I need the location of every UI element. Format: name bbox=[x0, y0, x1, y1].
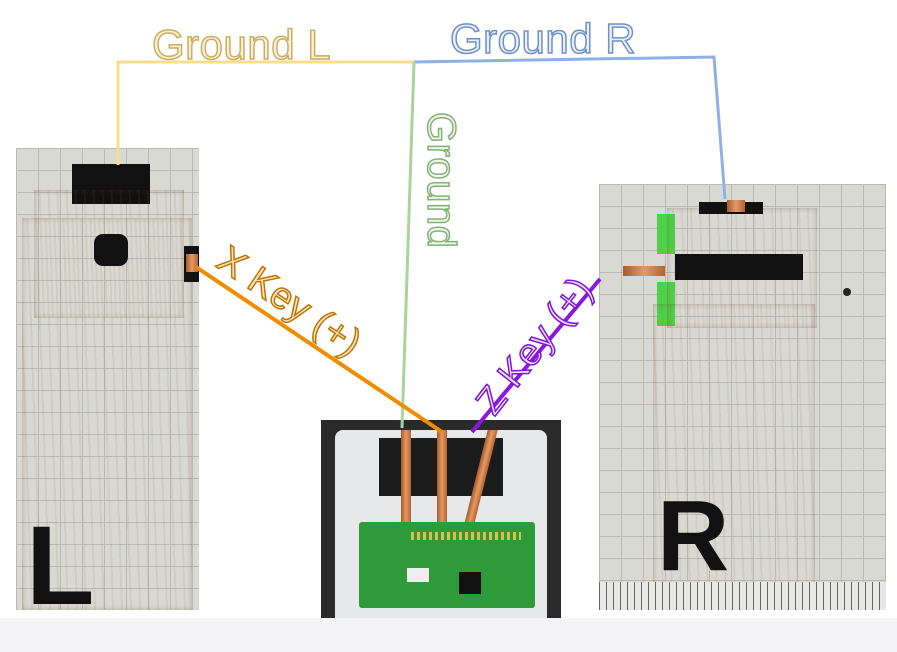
z-key-wire bbox=[470, 277, 602, 434]
board-header-pins bbox=[411, 532, 521, 540]
ground-wire bbox=[400, 61, 416, 429]
right-top-copper bbox=[727, 200, 745, 212]
ground-contact-strip bbox=[401, 430, 411, 548]
board-chip bbox=[459, 572, 481, 594]
ground-r-label: Ground R bbox=[449, 15, 637, 62]
right-green-tab-top bbox=[657, 214, 675, 254]
right-bar-tape bbox=[675, 254, 803, 280]
right-plate-letter: R bbox=[657, 480, 730, 592]
right-base-board bbox=[653, 304, 815, 594]
ground-l-wire bbox=[116, 60, 414, 165]
right-pedal-photo: R bbox=[599, 184, 886, 610]
ground-l-label: Ground L bbox=[151, 21, 332, 68]
left-pedal-photo: L bbox=[16, 148, 199, 610]
right-mat-dot bbox=[843, 288, 851, 296]
controller-board-photo bbox=[321, 420, 561, 638]
ground-r-wire bbox=[413, 55, 727, 200]
left-marker-dot bbox=[94, 234, 128, 266]
ground-label: Ground bbox=[418, 111, 464, 249]
bottom-strip bbox=[0, 618, 897, 652]
x-key-contact-strip bbox=[437, 430, 447, 548]
board-switch bbox=[407, 568, 429, 582]
right-side-copper bbox=[623, 266, 665, 276]
right-green-tab-bottom bbox=[657, 282, 675, 326]
right-ruler bbox=[599, 582, 886, 610]
left-top-tape bbox=[72, 164, 150, 204]
left-base-board bbox=[22, 218, 192, 610]
x-key-wire bbox=[194, 265, 444, 434]
left-copper-contact bbox=[186, 254, 198, 272]
left-plate-letter: L bbox=[26, 503, 95, 611]
